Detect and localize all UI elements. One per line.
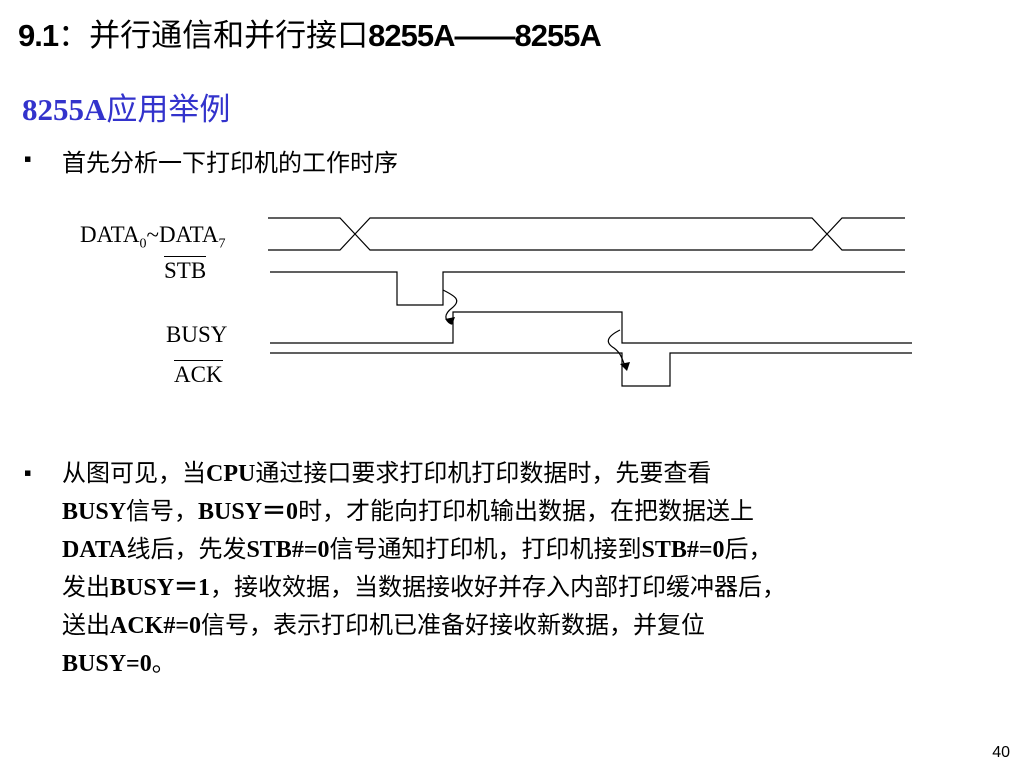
ack-waveform (270, 352, 912, 387)
bullet-marker-1: ▪ (24, 152, 32, 165)
para-seg: STB#=0 (641, 537, 725, 563)
para-seg: 线后，先发 (126, 535, 247, 563)
para-seg: DATA (62, 537, 127, 563)
timing-diagram (268, 217, 912, 387)
para-seg: 从图可见，当 (62, 459, 206, 487)
bullet-marker-2: ▪ (24, 466, 32, 479)
data-bus-waveform (268, 217, 905, 251)
subtitle-cn: 应用举例 (106, 92, 231, 128)
para-seg: ACK#=0 (110, 613, 202, 639)
para-seg: 发出 (62, 573, 110, 601)
para-seg: 信号， (126, 497, 199, 525)
para-seg: 送出 (62, 611, 110, 639)
page-number: 40 (992, 744, 1010, 761)
para-seg: 信号通知打印机，打印机接到 (329, 535, 642, 563)
ack-signal-label: ACK (174, 360, 223, 388)
title-chinese: ：并行通信和并行接口 (58, 18, 369, 54)
para-seg: BUSY＝0 (198, 499, 299, 525)
data-label-b: ~DATA (146, 222, 219, 247)
para-seg: STB#=0 (246, 537, 330, 563)
para-seg: 后， (724, 535, 773, 563)
data-label-a: DATA (80, 222, 140, 247)
stb-waveform (270, 271, 905, 306)
data-sub-b: 7 (218, 236, 226, 252)
para-seg: ，接收效据，当数据接收好并存入内部打印缓冲器后， (210, 573, 787, 601)
slide-title: 9.1：并行通信和并行接口8255A——8255A (18, 10, 602, 55)
para-seg: 。 (151, 649, 176, 677)
data-signal-label: DATA0~DATA7 (80, 222, 225, 253)
para-seg: CPU (206, 461, 256, 487)
slide-subtitle: 8255A应用举例 (22, 84, 230, 129)
para-seg: BUSY=0 (62, 651, 152, 677)
arrowhead-2 (620, 362, 630, 371)
para-seg: BUSY＝1 (110, 575, 211, 601)
busy-waveform (270, 311, 912, 344)
busy-signal-label: BUSY (166, 322, 228, 347)
title-prefix: 9.1 (18, 18, 59, 53)
para-seg: BUSY (62, 499, 127, 525)
para-seg: 通过接口要求打印机打印数据时，先要查看 (255, 459, 712, 487)
para-seg: 信号，表示打印机已准备好接收新数据，并复位 (201, 611, 706, 639)
data-sub-a: 0 (139, 236, 147, 252)
subtitle-en: 8255A (22, 92, 107, 127)
stb-label-text: STB (164, 256, 207, 283)
para-seg: 时，才能向打印机输出数据，在把数据送上 (298, 497, 755, 525)
ack-label-text: ACK (174, 360, 223, 387)
arrowhead-1 (445, 317, 455, 325)
busy-to-ack-arrow (607, 329, 627, 369)
title-suffix: 8255A——8255A (368, 18, 602, 53)
bullet-text-1: 首先分析一下打印机的工作时序 (62, 149, 398, 177)
stb-signal-label: STB (164, 256, 207, 284)
